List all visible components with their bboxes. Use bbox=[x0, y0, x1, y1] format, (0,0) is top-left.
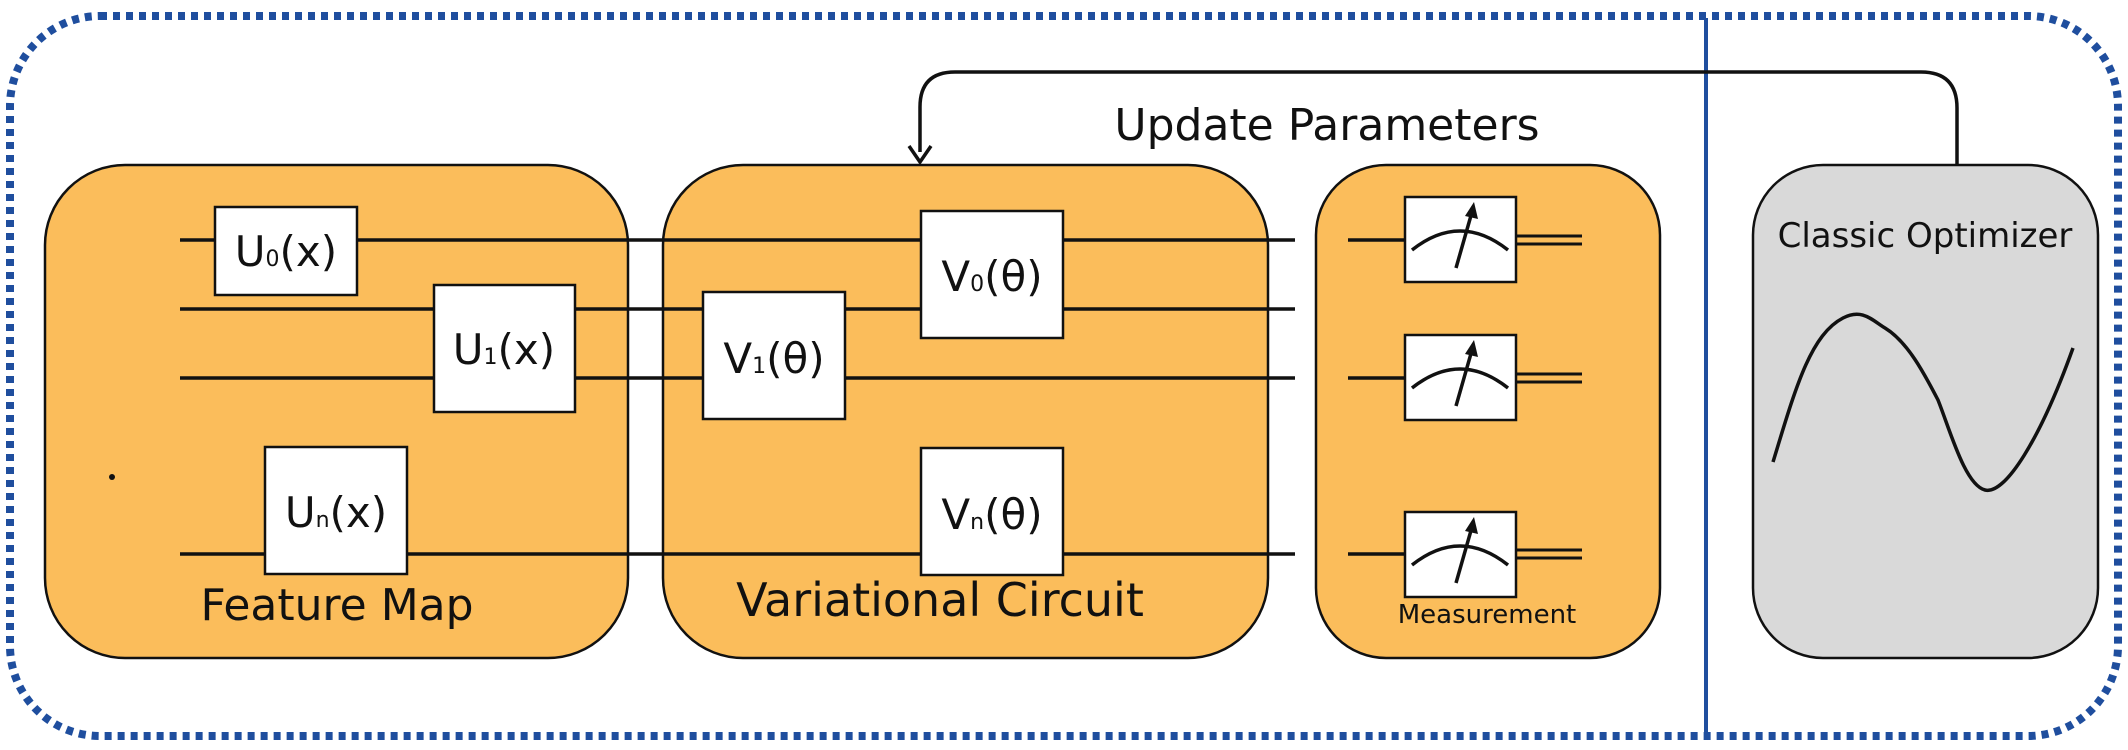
update-parameters-arrow bbox=[918, 70, 1959, 165]
classic-optimizer-label: Classic Optimizer bbox=[1778, 216, 2073, 256]
svg-text:V0(θ): V0(θ) bbox=[941, 252, 1042, 301]
svg-text:U1(x): U1(x) bbox=[453, 325, 555, 374]
variational-circuit-label: Variational Circuit bbox=[736, 573, 1144, 627]
gate-u1: U1(x) bbox=[432, 283, 577, 414]
measurement-meter-0 bbox=[1348, 195, 1582, 284]
gate-v1: V1(θ) bbox=[701, 290, 847, 421]
svg-text:V1(θ): V1(θ) bbox=[723, 334, 824, 383]
svg-text:Un(x): Un(x) bbox=[285, 488, 387, 537]
gate-vn: Vn(θ) bbox=[919, 446, 1065, 577]
measurement-meter-1 bbox=[1348, 333, 1582, 422]
gate-un: Un(x) bbox=[263, 445, 409, 576]
feature-map-label: Feature Map bbox=[200, 580, 473, 631]
svg-text:Vn(θ): Vn(θ) bbox=[941, 490, 1042, 539]
svg-text:U0(x): U0(x) bbox=[235, 227, 337, 276]
gate-u0: U0(x) bbox=[213, 205, 359, 297]
classic-optimizer-panel bbox=[1751, 163, 2100, 660]
update-parameters-label: Update Parameters bbox=[1114, 100, 1539, 151]
ellipsis-dot bbox=[109, 474, 115, 480]
measurement-label: Measurement bbox=[1398, 600, 1577, 630]
gate-v0: V0(θ) bbox=[919, 209, 1065, 340]
optimizer-loss-curve bbox=[1771, 312, 2075, 492]
variational-circuit-panel bbox=[661, 163, 1270, 660]
measurement-meter-n bbox=[1348, 510, 1582, 599]
outer-dotted-border bbox=[6, 12, 2122, 740]
arrow-head bbox=[907, 145, 933, 166]
